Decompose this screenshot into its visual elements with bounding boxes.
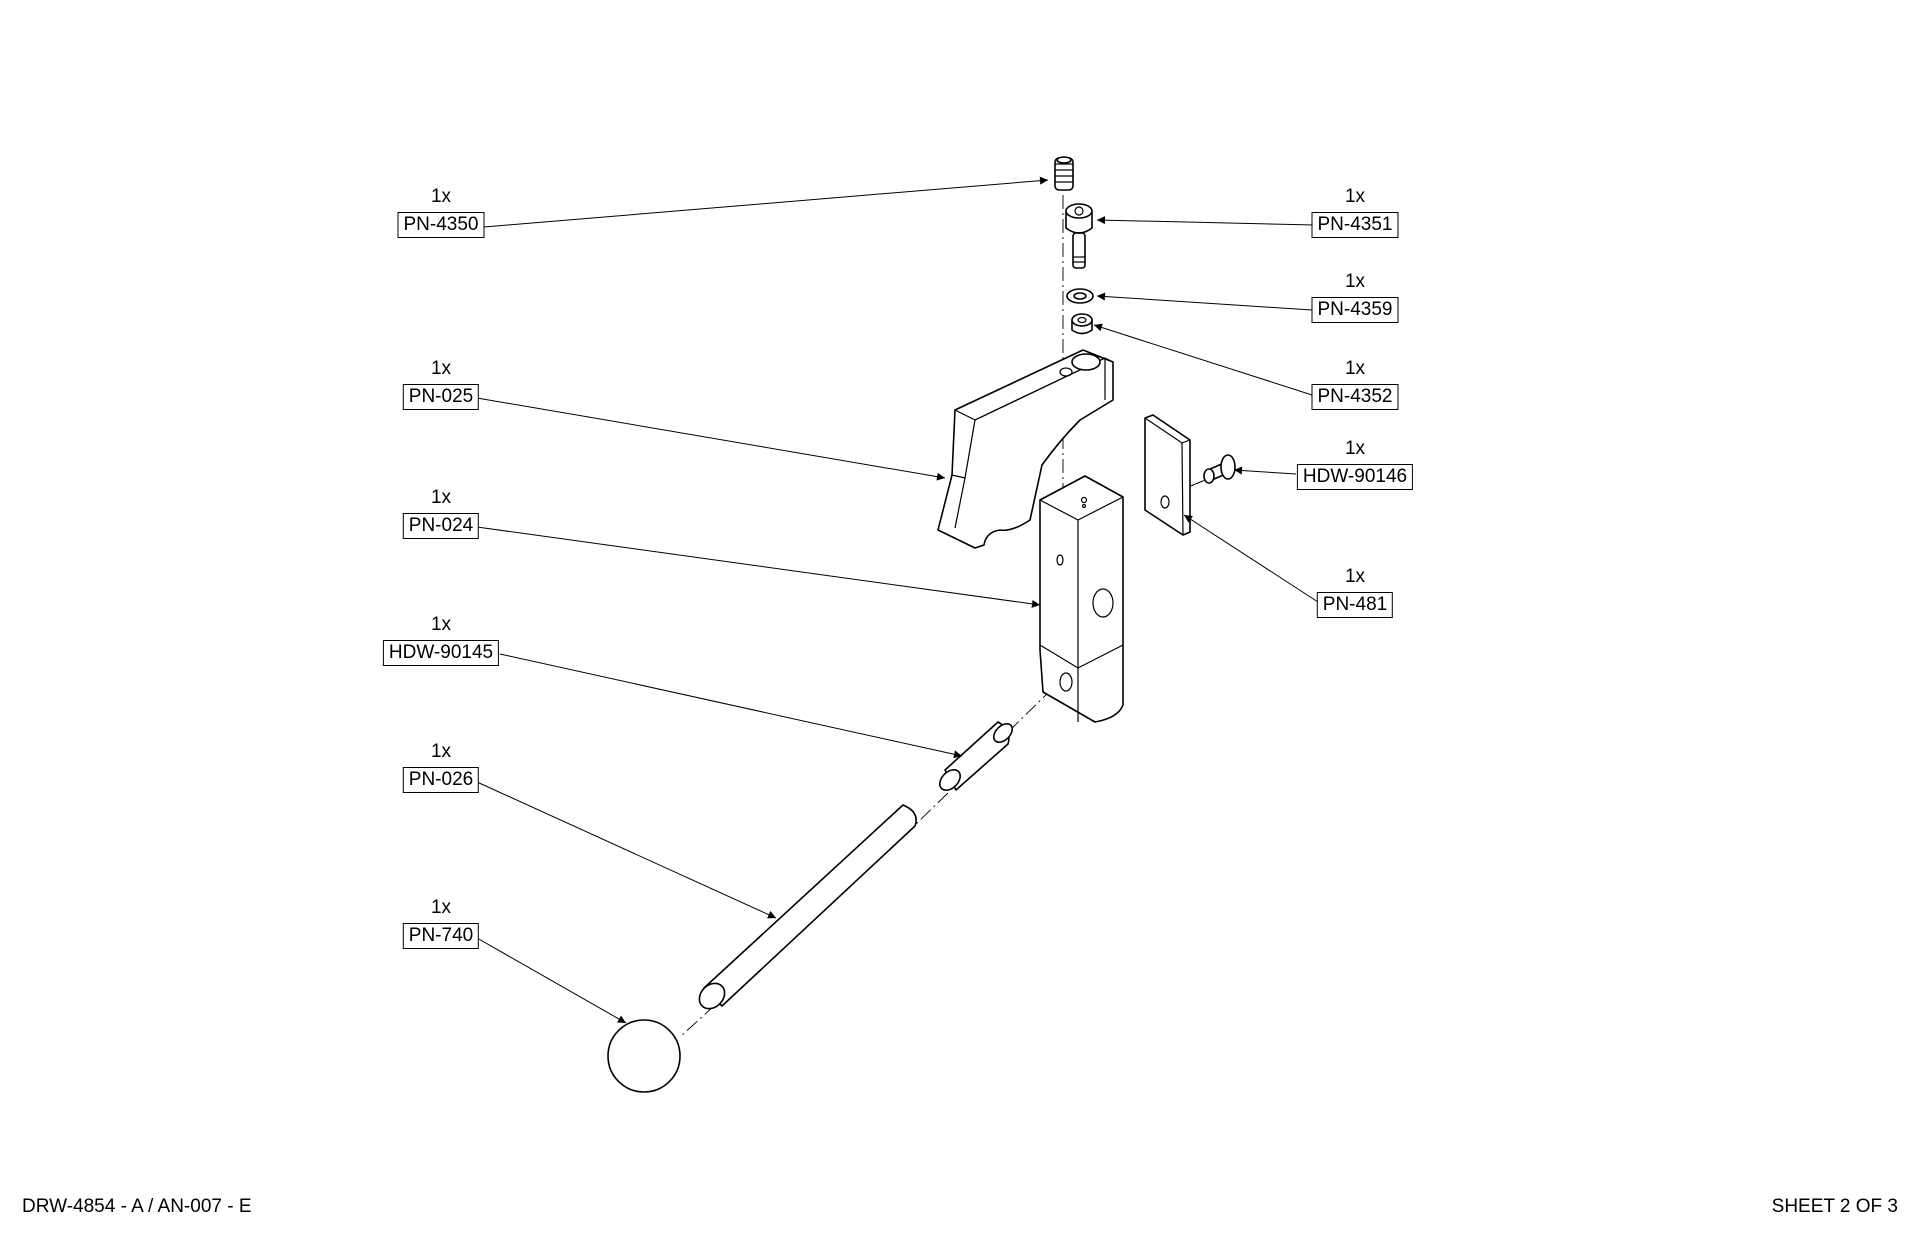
part-pn-4350-set-screw [1054,156,1074,191]
qty-label-pn-024: 1x [430,487,452,508]
qty-label-pn-4352: 1x [1344,358,1366,379]
part-pn-481-plate [1144,414,1191,536]
part-label-pn-481: PN-481 [1316,592,1394,618]
part-pn-4359-washer [1066,288,1094,304]
sheet-number: SHEET 2 OF 3 [1771,1196,1898,1217]
qty-label-pn-4351: 1x [1344,186,1366,207]
qty-label-pn-026: 1x [430,741,452,762]
part-label-pn-026: PN-026 [402,767,480,793]
part-label-hdw-90145: HDW-90145 [382,640,500,666]
drawing-reference: DRW-4854 - A / AN-007 - E [22,1196,252,1217]
part-pn-4352-bushing [1071,313,1093,335]
part-pn-740-ball [607,1019,681,1093]
part-pn-025-bracket [937,349,1114,549]
part-pn-026-rod [698,804,917,1010]
qty-label-hdw-90145: 1x [430,614,452,635]
part-pn-4351-shoulder-bolt [1065,203,1093,269]
part-label-pn-024: PN-024 [402,513,480,539]
part-hdw-90146-screw [1203,454,1236,484]
part-hdw-90145-pin [939,721,1014,791]
qty-label-pn-025: 1x [430,358,452,379]
qty-label-pn-4359: 1x [1344,271,1366,292]
qty-label-pn-4350: 1x [430,186,452,207]
qty-label-pn-740: 1x [430,897,452,918]
leader-lines [476,176,1319,1024]
part-label-pn-4352: PN-4352 [1311,384,1399,410]
part-pn-024-block [1039,475,1124,723]
part-label-pn-4359: PN-4359 [1311,297,1399,323]
part-label-pn-4351: PN-4351 [1311,212,1399,238]
part-label-pn-740: PN-740 [402,923,480,949]
qty-label-hdw-90146: 1x [1344,438,1366,459]
qty-label-pn-481: 1x [1344,566,1366,587]
part-label-hdw-90146: HDW-90146 [1296,464,1414,490]
part-label-pn-025: PN-025 [402,384,480,410]
part-label-pn-4350: PN-4350 [397,212,485,238]
